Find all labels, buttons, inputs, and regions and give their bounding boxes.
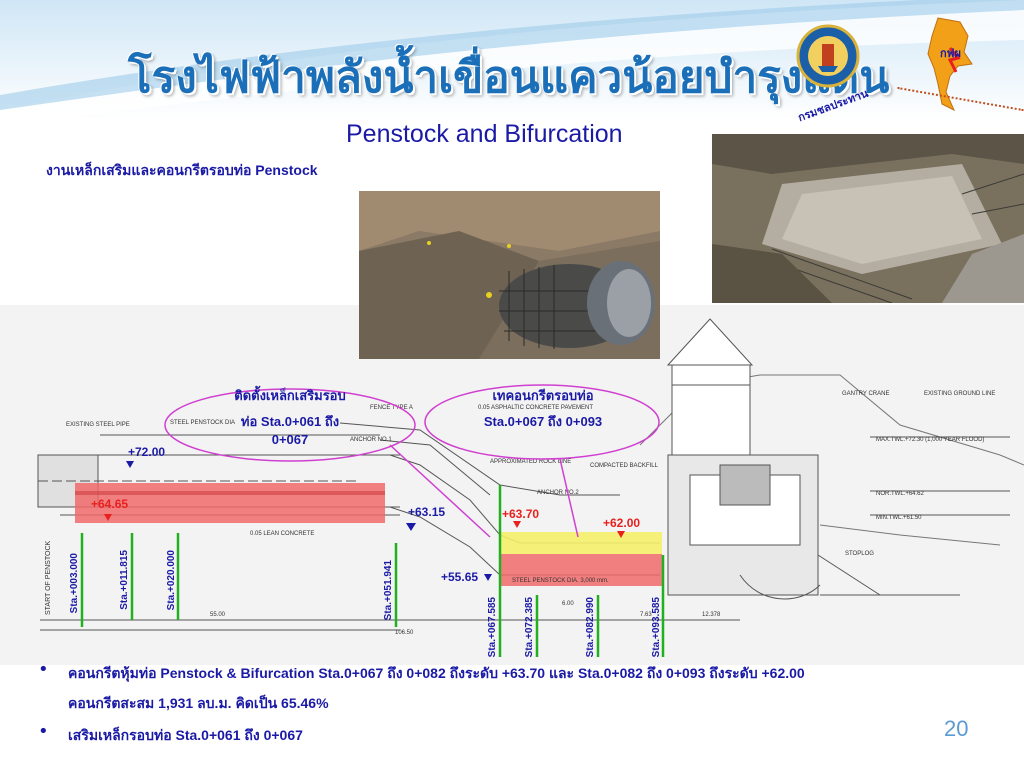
label-steel-penstock: STEEL PENSTOCK DIA xyxy=(170,420,235,426)
callout-concrete: เทคอนกรีตรอบท่อ Sta.0+067 ถึง 0+093 xyxy=(450,383,636,435)
penstock-profile-drawing: EXISTING STEEL PIPE STEEL PENSTOCK DIA F… xyxy=(37,318,1024,657)
label-max-twl: MAX.TWL.+72.30 (1,000 YEAR FLOOD) xyxy=(876,437,984,443)
bullet-1-line2: คอนกรีตสะสม 1,931 ลบ.ม. คิดเป็น 65.46% xyxy=(68,695,329,711)
label-dim4: 6.00 xyxy=(562,601,574,607)
rid-logo xyxy=(796,24,860,88)
egat-logo xyxy=(920,14,980,114)
callout-rebar-line3: 0+067 xyxy=(271,432,309,447)
level-63-70: +63.70 xyxy=(502,507,540,521)
label-gantry: GANTRY CRANE xyxy=(842,391,889,397)
penstock-trench-photo xyxy=(359,191,660,359)
label-nor-twl: NOR.TWL.+64.62 xyxy=(876,491,925,497)
bullet-1-line1: คอนกรีตหุ้มท่อ Penstock & Bifurcation St… xyxy=(68,665,805,681)
egat-logo-text: กฟผ xyxy=(940,47,961,60)
label-dim1: 55.00 xyxy=(210,612,226,618)
thailand-map-icon xyxy=(927,17,973,112)
station-011: Sta.+011.815 xyxy=(119,550,130,610)
bullet-2: เสริมเหล็กรอบท่อ Sta.0+061 ถึง 0+067 xyxy=(68,727,303,743)
callout-concrete-line1: เทคอนกรีตรอบท่อ xyxy=(492,388,594,403)
slide-subtitle: Penstock and Bifurcation xyxy=(346,120,623,148)
station-051: Sta.+051.941 xyxy=(383,560,394,621)
label-backfill: COMPACTED BACKFILL xyxy=(590,463,659,469)
label-stoplog: STOPLOG xyxy=(845,551,874,557)
callout-rebar: ติดตั้งเหล็กเสริมรอบ ท่อ Sta.0+061 ถึง 0… xyxy=(195,383,385,447)
level-55-65: +55.65 xyxy=(441,570,479,584)
bullet-dot-2: • xyxy=(38,721,49,742)
station-072: Sta.+072.385 xyxy=(524,597,535,658)
level-64-65: +64.65 xyxy=(91,497,129,511)
label-fence: FENCE TYPE A xyxy=(370,405,413,411)
callout-rebar-line2: ท่อ Sta.0+061 ถึง xyxy=(240,414,340,429)
label-existing-steel-pipe: EXISTING STEEL PIPE xyxy=(66,422,130,428)
label-lean-concrete: 0.05 LEAN CONCRETE xyxy=(250,531,314,537)
callout-rebar-line1: ติดตั้งเหล็กเสริมรอบ xyxy=(234,388,346,403)
rid-emblem-icon xyxy=(796,24,860,88)
label-anchor2: ANCHOR NO.2 xyxy=(537,490,579,496)
label-anchor1: ANCHOR NO.1 xyxy=(350,437,392,443)
station-067: Sta.+067.585 xyxy=(487,597,498,658)
bullet-dot-1: • xyxy=(38,659,49,680)
label-start-of-penstock: START OF PENSTOCK xyxy=(45,541,52,615)
label-asphaltic: 0.05 ASPHALTIC CONCRETE PAVEMENT xyxy=(478,405,593,411)
label-ground-line: EXISTING GROUND LINE xyxy=(924,391,995,397)
station-003: Sta.+003.000 xyxy=(69,553,80,614)
slide-title: โรงไฟฟ้าพลังน้ำเขื่อนแควน้อยบำรุงแดน xyxy=(128,52,890,103)
level-72: +72.00 xyxy=(128,445,166,459)
callout-concrete-line2: Sta.0+067 ถึง 0+093 xyxy=(483,414,603,429)
label-penstock-dia: STEEL PENSTOCK DIA. 3,000 mm. xyxy=(512,578,609,584)
station-082: Sta.+082.990 xyxy=(585,597,596,658)
station-093: Sta.+093.585 xyxy=(651,597,662,658)
page-number: 20 xyxy=(944,716,969,741)
level-63-15: +63.15 xyxy=(408,505,446,519)
label-dim5: 7.63 xyxy=(640,612,652,618)
bifurcation-concrete-photo xyxy=(712,134,1024,303)
label-min-twl: MIN.TWL.+61.50 xyxy=(876,515,922,521)
station-020: Sta.+020.000 xyxy=(166,550,177,611)
label-dim3: 12.378 xyxy=(702,612,721,618)
photo-caption: งานเหล็กเสริมและคอนกรีตรอบท่อ Penstock xyxy=(46,162,318,178)
label-rock-line: APPROXIMATED ROCK LINE xyxy=(490,459,571,465)
label-dim2: 106.50 xyxy=(395,630,414,636)
level-62: +62.00 xyxy=(603,516,641,530)
